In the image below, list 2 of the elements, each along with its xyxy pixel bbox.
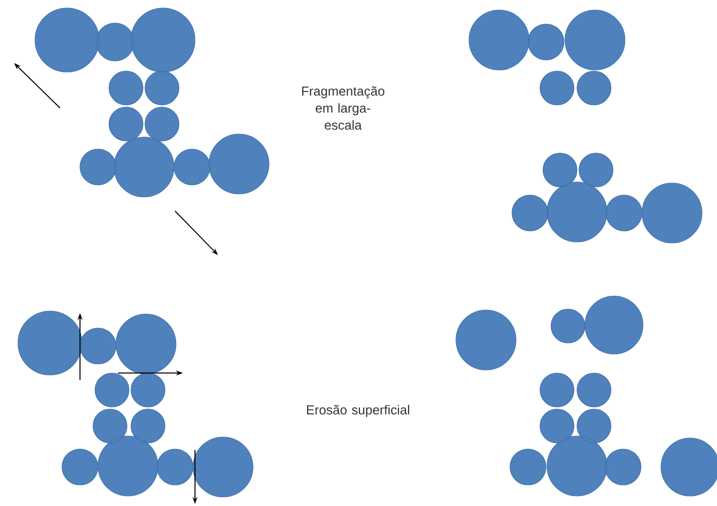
caption-text: Fragmentação em larga-escala	[302, 86, 384, 130]
caption-text: Erosão superficial	[307, 404, 410, 418]
